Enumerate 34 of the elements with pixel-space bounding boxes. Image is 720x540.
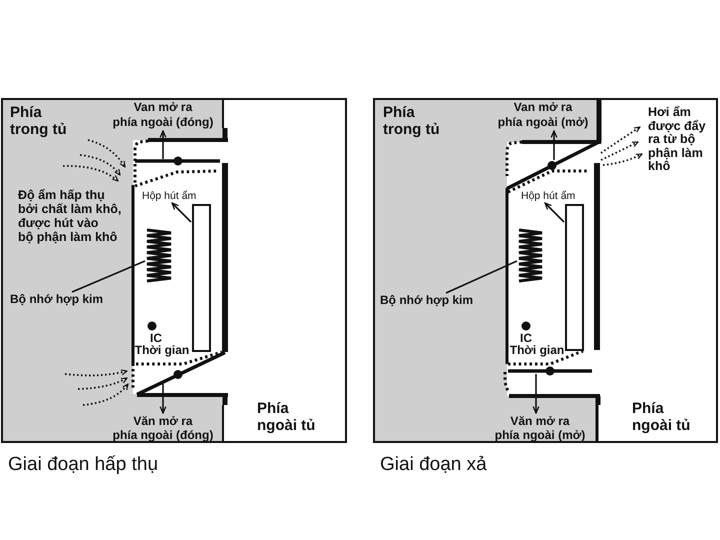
leader-arrow [171,202,192,223]
desiccant-box [192,204,211,352]
leader-arrow [550,130,558,160]
part-label: Bộ nhớ hợp kim [10,292,104,306]
leader-line [446,260,518,294]
part-label: Hộp hút ẩm [521,190,576,202]
desiccant-box [565,204,584,351]
leader-line [72,260,146,293]
leader-arrow [532,374,540,414]
valve-label: Van mở ra phía ngoài (mở) [498,100,588,130]
region-label: Phía trong tủ [10,104,67,138]
region-label: Phía trong tủ [383,104,440,138]
panel-caption: Giai đoạn hấp thụ [8,453,158,476]
component-label: Thời gian [134,344,190,357]
leader-arrow [544,202,565,223]
region-label: Phía ngoài tủ [632,400,690,434]
component-label: Thời gian [510,344,564,357]
annotation-text: Độ ẩm hấp thụ bởi chất làm khô, được hút vào bộ phận làm khô [18,188,122,244]
component-label: IC [150,332,162,344]
leader-arrow [160,384,166,414]
part-label: Bộ nhớ hợp kim [380,293,474,307]
leader-arrow [160,130,166,159]
region-label: Phía ngoài tủ [257,400,316,434]
valve-flap [507,366,593,376]
part-label: Hộp hút ẩm [142,190,196,202]
spring-coil [517,228,544,283]
spring-coil [145,228,173,283]
component-label: IC [520,332,532,344]
panel-caption: Giai đoạn xả [380,453,487,476]
valve-flap [134,156,221,166]
annotation-text: Hơi ẩm được đẩy ra từ bộ phận làm khô [648,106,706,174]
valve-label: Van mở ra phía ngoài (đóng) [112,100,214,130]
valve-label: Văn mở ra phía ngoài (đóng) [112,414,214,442]
valve-label: Văn mở ra phía ngoài (mở) [494,414,586,442]
